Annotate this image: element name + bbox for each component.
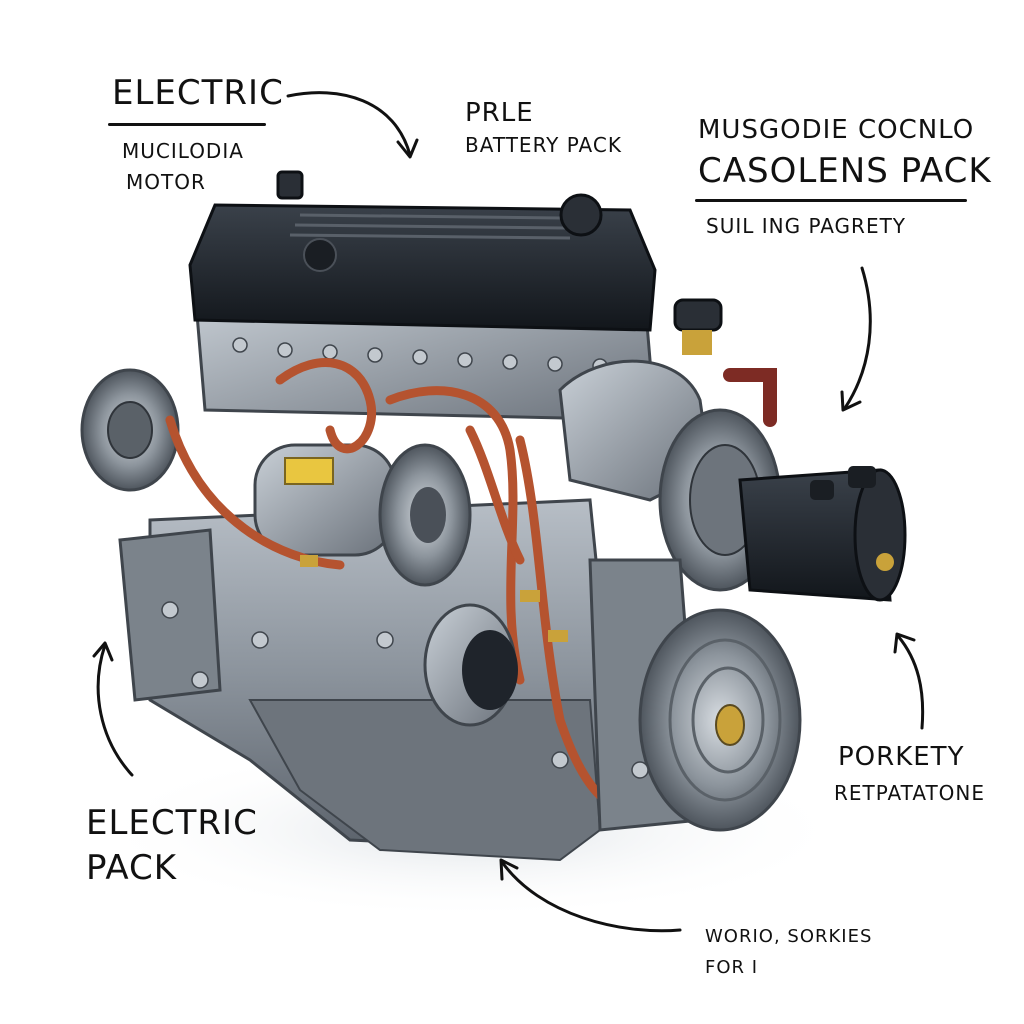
label-top-left-sub1: MUCILODIA xyxy=(122,139,244,163)
alternator-badge xyxy=(284,457,334,485)
label-top-left-sub2: MOTOR xyxy=(126,170,206,194)
red-pipe xyxy=(723,368,777,427)
block-bolts xyxy=(161,601,649,779)
turbocharger xyxy=(558,359,782,592)
breather-cap xyxy=(276,170,304,200)
label-top-center-2: BATTERY PACK xyxy=(465,133,622,157)
label-top-left-title: ELECTRIC xyxy=(112,73,284,113)
starter-motor xyxy=(423,603,518,727)
label-right-mid-2: RETPATATONE xyxy=(834,781,986,805)
label-top-right-2: CASOLENS PACK xyxy=(698,151,992,191)
pressure-cap xyxy=(673,298,723,332)
label-bottom-left-2: PACK xyxy=(86,848,178,888)
valve-cover-ribs xyxy=(289,213,571,240)
intake-canister xyxy=(738,466,907,602)
flywheel-housing xyxy=(588,558,802,832)
label-right-mid-1: PORKETY xyxy=(838,742,965,772)
alternator xyxy=(253,443,472,587)
hose-clamps xyxy=(300,555,568,642)
label-bottom-right-1: WORIO, SORKIES xyxy=(705,926,873,947)
label-underline-top-left xyxy=(108,123,266,126)
label-top-right-3: SUIL ING PAGRETY xyxy=(706,214,907,238)
label-bottom-left-1: ELECTRIC xyxy=(86,803,258,843)
oil-filler-cap xyxy=(559,193,603,237)
curved-arrow-icon xyxy=(92,91,925,933)
label-underline-top-right xyxy=(695,199,967,202)
engine-oil-pan xyxy=(248,699,602,862)
head-bolts xyxy=(232,337,608,374)
label-top-right-1: MUSGODIE COCNLO xyxy=(698,115,975,145)
label-top-center-1: PRLE xyxy=(465,98,534,128)
label-bottom-right-2: FOR I xyxy=(705,957,759,978)
cover-port xyxy=(303,238,337,272)
